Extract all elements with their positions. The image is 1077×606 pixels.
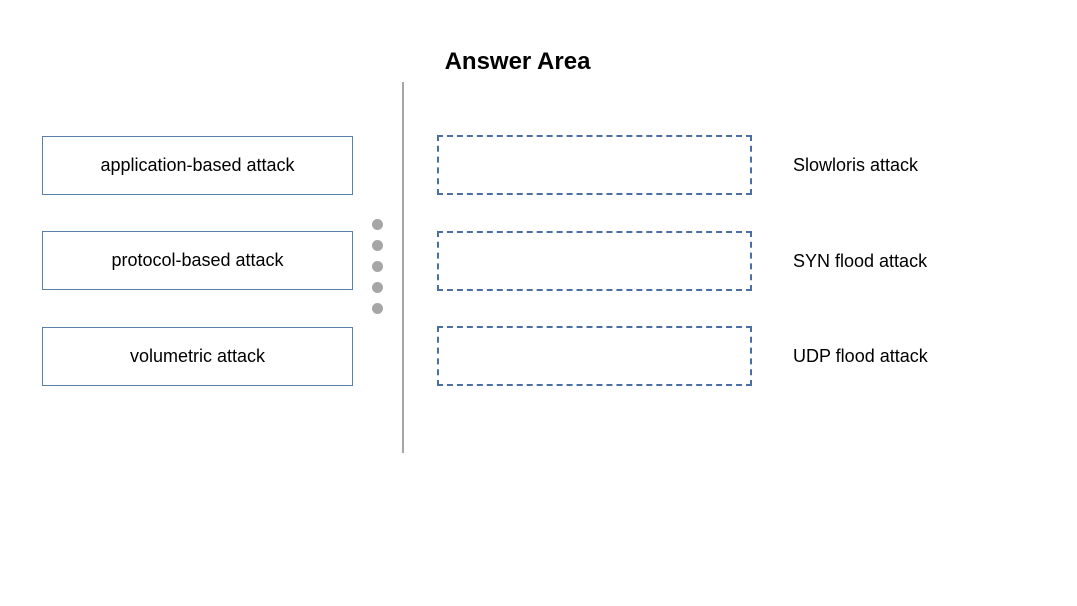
target-label-slowloris: Slowloris attack <box>793 155 919 175</box>
handle-dot-icon <box>372 261 383 272</box>
handle-dot-icon <box>372 240 383 251</box>
handle-dot-icon <box>372 282 383 293</box>
drag-handle[interactable] <box>372 219 383 316</box>
option-volumetric-attack[interactable]: volumetric attack <box>42 327 353 386</box>
vertical-divider <box>402 82 404 453</box>
answer-area-title: Answer Area <box>444 48 591 75</box>
drop-target-slowloris[interactable] <box>437 135 752 195</box>
drop-target-udp-flood[interactable] <box>437 326 752 386</box>
target-label-syn-flood: SYN flood attack <box>793 251 928 271</box>
option-protocol-based-attack[interactable]: protocol-based attack <box>42 231 353 290</box>
handle-dot-icon <box>372 219 383 230</box>
drop-target-syn-flood[interactable] <box>437 231 752 291</box>
target-label-udp-flood: UDP flood attack <box>793 346 928 366</box>
handle-dot-icon <box>372 303 383 314</box>
option-application-based-attack[interactable]: application-based attack <box>42 136 353 195</box>
